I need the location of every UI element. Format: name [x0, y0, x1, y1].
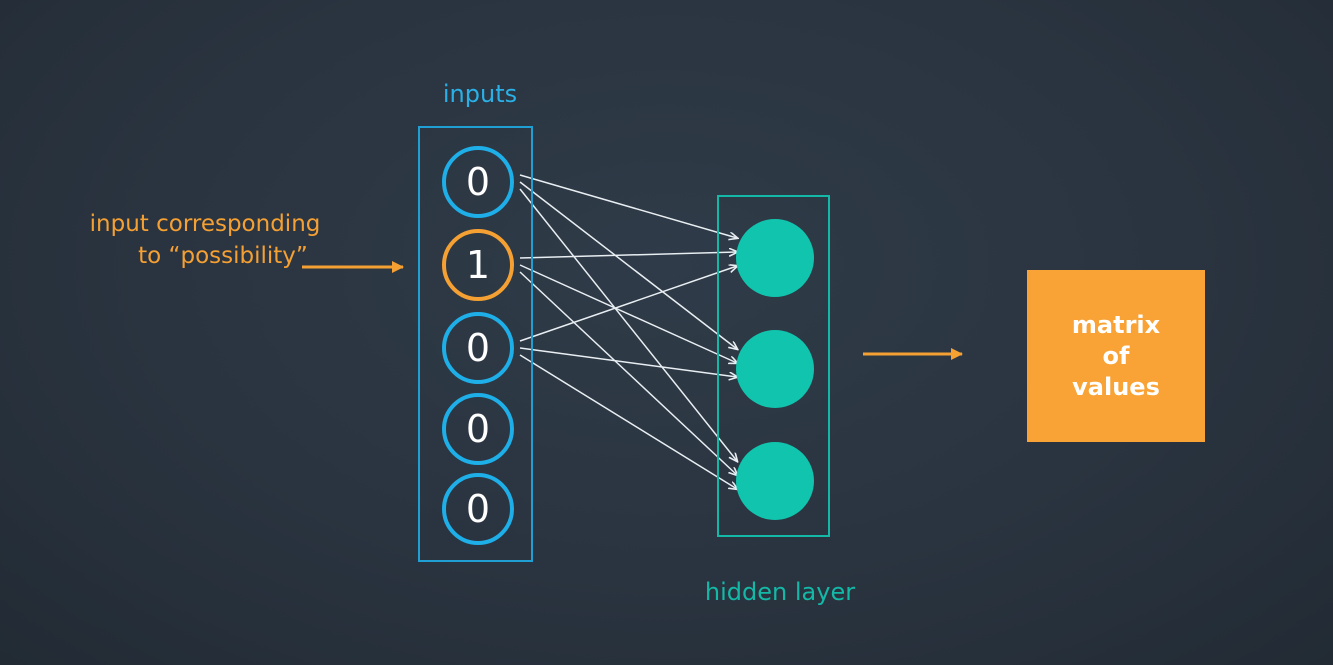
input-node-value: 0: [465, 326, 491, 370]
hidden-node: [736, 330, 814, 408]
output-line-1: matrix: [1071, 310, 1161, 339]
connection-arrow: [519, 266, 737, 342]
output-matrix-box: matrix of values: [1027, 270, 1205, 442]
connection-arrow: [519, 174, 737, 238]
input-node: 0: [442, 312, 514, 384]
annotation-line-2: to “possibility”: [138, 243, 308, 269]
input-node-active: 1: [442, 229, 514, 301]
input-node: 0: [442, 146, 514, 218]
input-node-value: 1: [465, 243, 491, 287]
input-node-value: 0: [465, 487, 491, 531]
hidden-layer-box: [717, 195, 830, 537]
input-node: 0: [442, 473, 514, 545]
input-annotation: input corresponding to “possibility”: [60, 208, 350, 272]
connection-arrow: [519, 252, 737, 259]
input-layer-box: [418, 126, 533, 562]
input-node-value: 0: [465, 407, 491, 451]
input-node-value: 0: [465, 160, 491, 204]
annotation-line-1: input corresponding: [89, 211, 321, 237]
connection-arrow: [519, 271, 737, 475]
connection-arrow: [519, 354, 737, 489]
output-line-3: values: [1072, 372, 1160, 401]
hidden-layer-label: hidden layer: [704, 578, 856, 606]
inputs-label: inputs: [442, 80, 518, 108]
hidden-node: [736, 219, 814, 297]
connection-arrow: [519, 264, 737, 363]
connection-arrow: [519, 181, 737, 349]
output-line-2: of: [1102, 341, 1130, 370]
connection-arrow: [519, 188, 737, 461]
input-node: 0: [442, 393, 514, 465]
connection-arrow: [519, 347, 737, 377]
hidden-node: [736, 442, 814, 520]
